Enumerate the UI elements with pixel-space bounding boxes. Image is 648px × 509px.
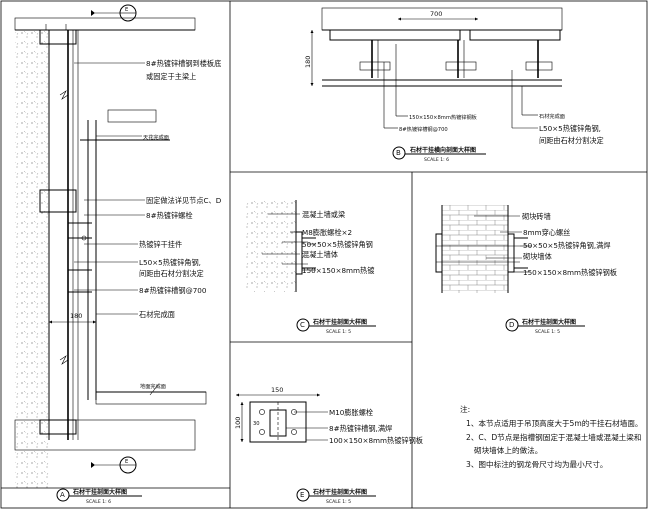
detail-e-dim-small: 30 [253,421,260,427]
notes-block: 注: 1、本节点适用于吊顶高度大于5m的干挂石材墙面。 2、C、D节点是指槽钢固… [460,404,643,469]
detail-a-label-5: 8#热镀锌螺栓 [146,211,193,220]
detail-c-title: 石材干挂剖面大样图 [312,318,367,326]
detail-c-label-3: 50×50×5热镀锌角钢 [302,240,373,249]
detail-a-title: 石材干挂剖面大样图 [72,488,127,496]
detail-d-label-5: 150×150×8mm热镀锌钢板 [523,268,617,277]
detail-d-title: 石材干挂剖面大样图 [521,318,576,326]
detail-a-label-11: 地面完成面 [140,382,166,390]
section-marker-bottom: E [91,456,137,474]
detail-a-label-2: 或固定于主梁上 [146,72,196,81]
detail-c: 混凝土墙或梁 M8膨胀螺栓×2 50×50×5热镀锌角钢 混凝土墙体 150×1… [246,200,376,335]
detail-b-scale: SCALE 1: 6 [424,157,449,163]
detail-a-label-9: 8#热镀锌槽钢@700 [139,286,207,295]
detail-c-tag: C [300,321,305,329]
detail-b: 700 180 150×150×8mm热镀锌钢板 8#热镀锌槽钢@700 [304,7,604,163]
detail-c-label-1: 混凝土墙或梁 [302,210,345,219]
detail-e-dim-height: 100 [234,417,242,429]
detail-d-title-block: D 石材干挂剖面大样图 SCALE 1: 5 [505,318,585,335]
detail-a-label-4: 固定做法详见节点C、D [146,196,222,205]
detail-a-label-6: 热镀锌干挂件 [139,240,182,249]
detail-a-label-1: 8#热镀锌槽钢到楼板底 [146,59,221,68]
detail-d-scale: SCALE 1: 5 [535,329,560,335]
detail-d-label-2: 8mm穿心螺丝 [523,228,570,237]
detail-a-label-3: 天花完成面 [143,133,169,141]
notes-item-2: 2、C、D节点是指槽钢固定于混凝土墙或混凝土梁和 [466,432,641,442]
detail-b-label-4: L50×5热镀锌角钢, [539,124,601,133]
detail-a-label-7: L50×5热镀锌角钢, [139,258,201,267]
section-marker-bottom-label: E [125,459,128,465]
detail-e-title-block: E 石材干挂剖面大样图 SCALE 1: 5 [296,488,376,505]
detail-c-scale: SCALE 1: 5 [326,329,351,335]
detail-e-label-1: M10膨胀螺栓 [329,408,373,417]
notes-item-3: 砌块墙体上的做法。 [474,445,542,455]
detail-b-label-1: 150×150×8mm热镀锌钢板 [409,113,478,121]
detail-b-dim-height: 180 [304,56,312,68]
detail-e-scale: SCALE 1: 5 [326,499,351,505]
detail-a: 180 E E 8#热镀锌槽钢到楼板底 [14,4,222,505]
detail-e-label-3: 100×150×8mm热镀锌钢板 [329,436,423,445]
section-marker-top: E [91,4,137,22]
detail-c-label-5: 150×150×8mm热镀 [302,266,374,275]
detail-d: 砌块砖墙 8mm穿心螺丝 50×50×5热镀锌角钢,满焊 砌块墙体 150×15… [435,205,617,335]
notes-item-1: 1、本节点适用于吊顶高度大于5m的干挂石材墙面。 [466,418,643,428]
detail-e: 150 100 30 M10膨胀螺栓 8#热镀锌槽钢,满焊 100×150×8m… [234,386,423,505]
detail-e-title: 石材干挂剖面大样图 [312,488,367,496]
detail-d-label-4: 砌块墙体 [523,252,552,261]
detail-a-label-10: 石材完成面 [139,310,175,319]
detail-b-title: 石材干挂横向剖面大样图 [409,146,476,154]
detail-d-tag: D [509,321,514,329]
detail-e-tag: E [300,491,304,499]
notes-heading: 注: [460,404,470,414]
detail-c-label-4: 混凝土墙体 [302,250,338,259]
detail-a-title-block: A 石材干挂剖面大样图 SCALE 1: 6 [56,488,142,505]
detail-b-dim-width: 700 [430,10,442,18]
section-marker-top-label: E [125,7,128,13]
detail-a-scale: SCALE 1: 6 [86,499,111,505]
detail-a-tag: A [60,491,65,499]
detail-b-label-3: 石材完成面 [539,112,565,120]
detail-d-label-1: 砌块砖墙 [522,212,551,221]
detail-b-label-5: 间距由石材分割决定 [539,136,604,145]
detail-b-title-block: B 石材干挂横向剖面大样图 SCALE 1: 6 [392,146,486,163]
detail-e-dim-width: 150 [271,386,283,394]
detail-d-label-3: 50×50×5热镀锌角钢,满焊 [523,241,611,250]
detail-c-title-block: C 石材干挂剖面大样图 SCALE 1: 5 [296,318,376,335]
detail-a-dim-width: 180 [70,312,82,320]
detail-e-label-2: 8#热镀锌槽钢,满焊 [329,424,392,433]
detail-c-label-2: M8膨胀螺栓×2 [302,228,352,237]
detail-b-label-2: 8#热镀锌槽钢@700 [399,125,448,133]
detail-a-label-8: 间距由石材分割决定 [139,269,204,278]
detail-b-tag: B [396,149,401,157]
notes-item-4: 3、图中标注的钢龙骨尺寸均为最小尺寸。 [466,459,608,469]
